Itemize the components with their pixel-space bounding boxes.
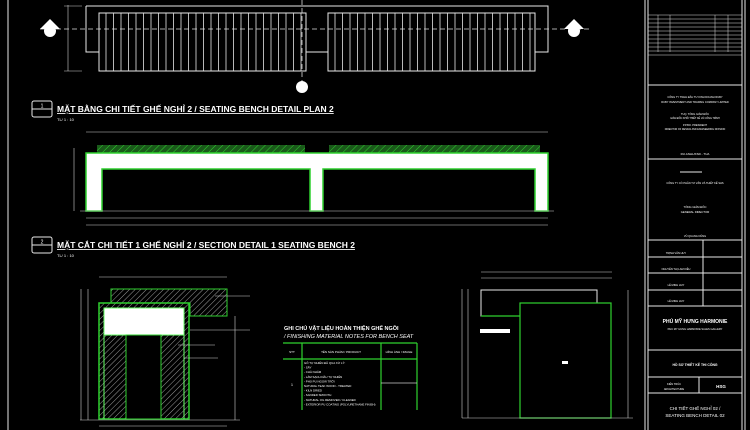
project-name: PHÚ MỸ HƯNG HARMONIE: [663, 318, 728, 325]
notes-line: - CHÀ NHÁM: [304, 370, 322, 374]
client-name-vi: CÔNG TY TNHH ĐẦU TƯ KINH DOANH RUBY: [667, 94, 722, 99]
title-block: CÔNG TY TNHH ĐẦU TƯ KINH DOANH RUBY RUBY…: [644, 0, 746, 430]
client-code: RU.ANHL/KSD - TUA: [681, 152, 710, 156]
general-director-en: GENERAL DIRECTOR: [681, 210, 710, 214]
section-title: MẶT CẮT CHI TIẾT 1 GHẾ NGHỈ 2 / SECTION …: [57, 239, 355, 250]
section-title-block: 2 MẶT CẮT CHI TIẾT 1 GHẾ NGHỈ 2 / SECTIO…: [31, 236, 355, 258]
notes-line: - SANDED SMOOTH: [304, 393, 331, 397]
sheet-title-vi: CHI TIẾT GHẾ NGHỈ 02 /: [670, 405, 722, 411]
notes-line: - NATURAL OIL REMOVED / CLEANED: [304, 398, 356, 402]
person-0: VŨ QUANG DŨNG: [684, 233, 706, 238]
bench-elevation: [73, 131, 554, 226]
director-role-en: DIRECTOR OF DESIGN AND ENGINEERING DIVIS…: [665, 128, 726, 131]
notes-header-image: HÌNH ẢNH / IMAGE: [386, 349, 413, 354]
notes-title-vi: GHI CHÚ VẬT LIỆU HOÀN THIỆN GHẾ NGỒI: [284, 324, 399, 332]
slat-block-left: [98, 12, 307, 72]
person-4: LÊ MINH HUY: [668, 298, 685, 303]
company-code: HSG: [716, 384, 726, 389]
person-3: LÊ MINH HUY: [668, 282, 685, 287]
notes-line: - KILN DRIED: [304, 389, 322, 393]
notes-line: GỖ TỰ NHIÊN ĐÃ QUA XỬ LÝ:: [304, 360, 346, 365]
slat-block-right: [327, 12, 536, 72]
section-scale: TL/ 1 : 10: [57, 253, 75, 258]
section-detail: [80, 276, 250, 427]
person-1: TRỊNH VĂN HUY: [666, 251, 686, 255]
section-marker-bottom: [296, 81, 308, 93]
plan-number: 1: [41, 104, 44, 110]
section-number: 2: [41, 240, 44, 246]
notes-line: - EXTERIOR PU COATING (POLYURETHANE FINI…: [304, 402, 376, 406]
plan-title-block: 1 MẶT BẰNG CHI TIẾT GHẾ NGHỈ 2 / SEATING…: [31, 100, 334, 122]
general-director-vi: TỔNG GIÁM ĐỐC: [684, 204, 707, 209]
project-subtitle: PHU MY HUNG HARMONIE SALES GALLERY: [668, 327, 723, 331]
client-name-en: RUBY INVESTMENT AND TRADING COMPANY LIMI…: [661, 100, 729, 104]
notes-line: - LÀM SẠCH DẦU TỰ NHIÊN: [304, 374, 342, 379]
notes-line: NATURAL TEAK WOOD - TREATED: [304, 384, 351, 388]
discipline-en: ARCHITECTURE: [664, 387, 685, 391]
plan-scale: TL/ 1 : 10: [57, 117, 75, 122]
design-stage: HỒ SƠ THIẾT KẾ THI CÔNG: [672, 362, 717, 367]
director-en: P.P.BO. PRESIDENT: [683, 123, 708, 127]
section-marker-left: [40, 19, 60, 37]
notes-line: - PHỦ PU NGOÀI TRỜI: [304, 378, 335, 383]
section-marker-right: [564, 19, 584, 37]
notes-header-product: TÊN SẢN PHẨM / PRODUCT: [321, 349, 361, 354]
material-notes: GHI CHÚ VẬT LIỆU HOÀN THIỆN GHẾ NGỒI / F…: [283, 324, 418, 410]
bench-plan-view: [40, 0, 590, 93]
notes-line: - SẤY: [304, 366, 312, 370]
director-vi: TUQ. TỔNG GIÁM ĐỐC: [681, 111, 709, 116]
side-elevation: [461, 271, 633, 419]
notes-row-stt: 1: [291, 383, 293, 387]
notes-header-stt: STT: [289, 350, 295, 354]
discipline-vi: KIẾN TRÚC: [667, 381, 681, 386]
notes-title-en: / FINISHING MATERIAL NOTES FOR BENCH SEA…: [283, 334, 414, 340]
person-2: NGUYỄN THỊ LAM KIỀU: [662, 266, 691, 271]
consultant-name: CÔNG TY CỔ PHẦN TƯ VẤN VÀ THIẾT KẾ SHS: [666, 180, 724, 185]
director-role-vi: GIÁM ĐỐC KHỐI THIẾT KẾ VÀ CÔNG TRÌNH: [670, 117, 720, 120]
sheet-title-en: SEATING BENCH DETAIL 02: [665, 413, 725, 418]
plan-title: MẶT BẰNG CHI TIẾT GHẾ NGHỈ 2 / SEATING B…: [57, 103, 334, 114]
